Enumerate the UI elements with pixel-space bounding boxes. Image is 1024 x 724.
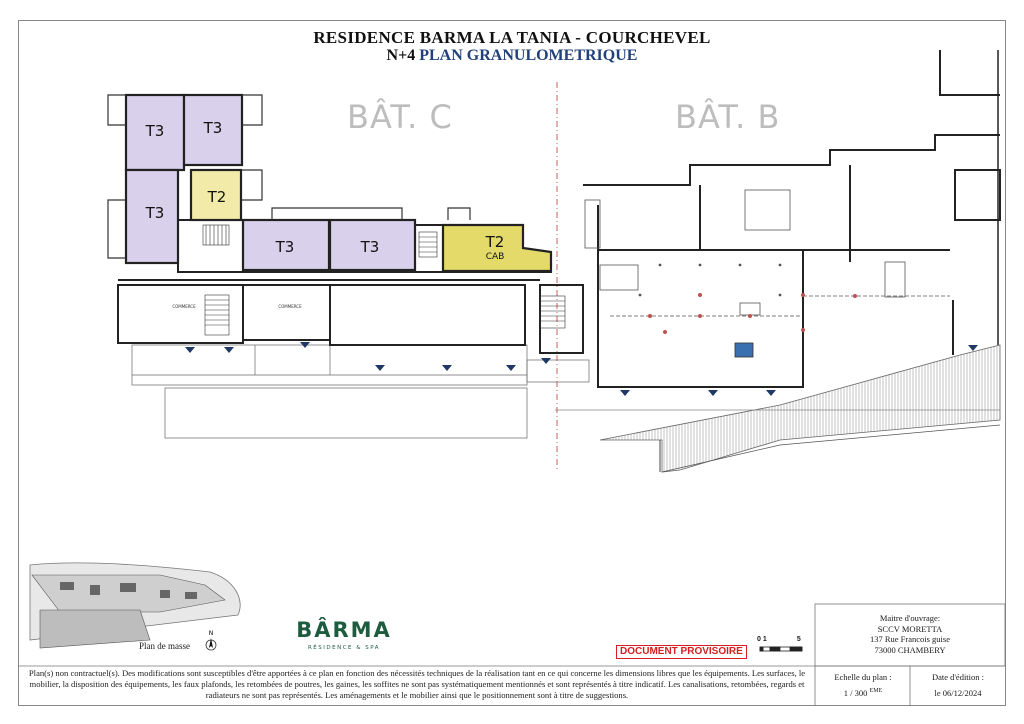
commerce-label: COMMERCE <box>172 304 196 309</box>
brand-tagline: RÉSIDENCE & SPA <box>307 645 381 651</box>
owner-city: 73000 CHAMBERY <box>874 644 946 655</box>
unit-t3-3 <box>124 168 180 265</box>
building-b-label: BÂT. B <box>675 98 781 136</box>
level-label: N+4 <box>386 47 416 64</box>
unit-label-t3: T3 <box>203 119 223 137</box>
owner-address: 137 Rue Francois guise <box>869 634 951 644</box>
unit-sub-label-cab: CAB <box>486 252 505 262</box>
owner-role: Maitre d'ouvrage: <box>879 613 941 623</box>
scale-tick: 1 <box>762 636 767 643</box>
provisional-stamp: DOCUMENT PROVISOIRE <box>616 645 747 659</box>
scale-label: Echelle du plan : <box>834 672 892 682</box>
owner-name: SCCV MORETTA <box>877 623 943 634</box>
scale-tick: 0 <box>757 636 761 643</box>
scale-value: 1 / 300 EME <box>843 688 883 698</box>
north-arrow <box>205 638 217 651</box>
site-plan-thumbnail <box>29 562 241 649</box>
unit-label-t2: T2 <box>485 233 505 251</box>
unit-label-t3: T3 <box>145 122 165 140</box>
unit-label-t2: T2 <box>207 188 227 206</box>
north-label: N <box>209 630 214 637</box>
site-plan-label: Plan de masse <box>139 641 190 651</box>
brand-logo: BÂRMA RÉSIDENCE & SPA <box>280 558 408 662</box>
plan-name: PLAN GRANULOMETRIQUE <box>419 47 638 64</box>
commerce-label: COMMERCE <box>278 304 302 309</box>
owner-block: Maitre d'ouvrage: SCCV MORETTA 137 Rue F… <box>815 613 1005 655</box>
drawing-frame <box>18 20 1006 706</box>
scale-tick: 5 <box>796 636 801 643</box>
unit-t2-1 <box>189 168 243 222</box>
unit-label-t3: T3 <box>145 204 165 222</box>
date-value: le 06/12/2024 <box>934 688 982 698</box>
plan-title: RESIDENCE BARMA LA TANIA - COURCHEVEL <box>313 28 711 47</box>
unit-t3-2 <box>182 93 244 167</box>
unit-label-t3: T3 <box>275 238 295 256</box>
building-c-label: BÂT. C <box>347 98 453 136</box>
plan-subtitle: N+4 PLAN GRANULOMETRIQUE <box>0 47 1024 65</box>
date-label: Date d'édition : <box>931 672 985 682</box>
disclaimer-notes: Plan(s) non contractuel(s). Des modifica… <box>28 668 806 700</box>
brand-name: BÂRMA <box>296 618 392 642</box>
terrain-slope <box>599 344 1001 473</box>
unit-t3-5 <box>328 218 417 272</box>
unit-label-t3: T3 <box>360 238 380 256</box>
scale-bar <box>759 646 803 652</box>
